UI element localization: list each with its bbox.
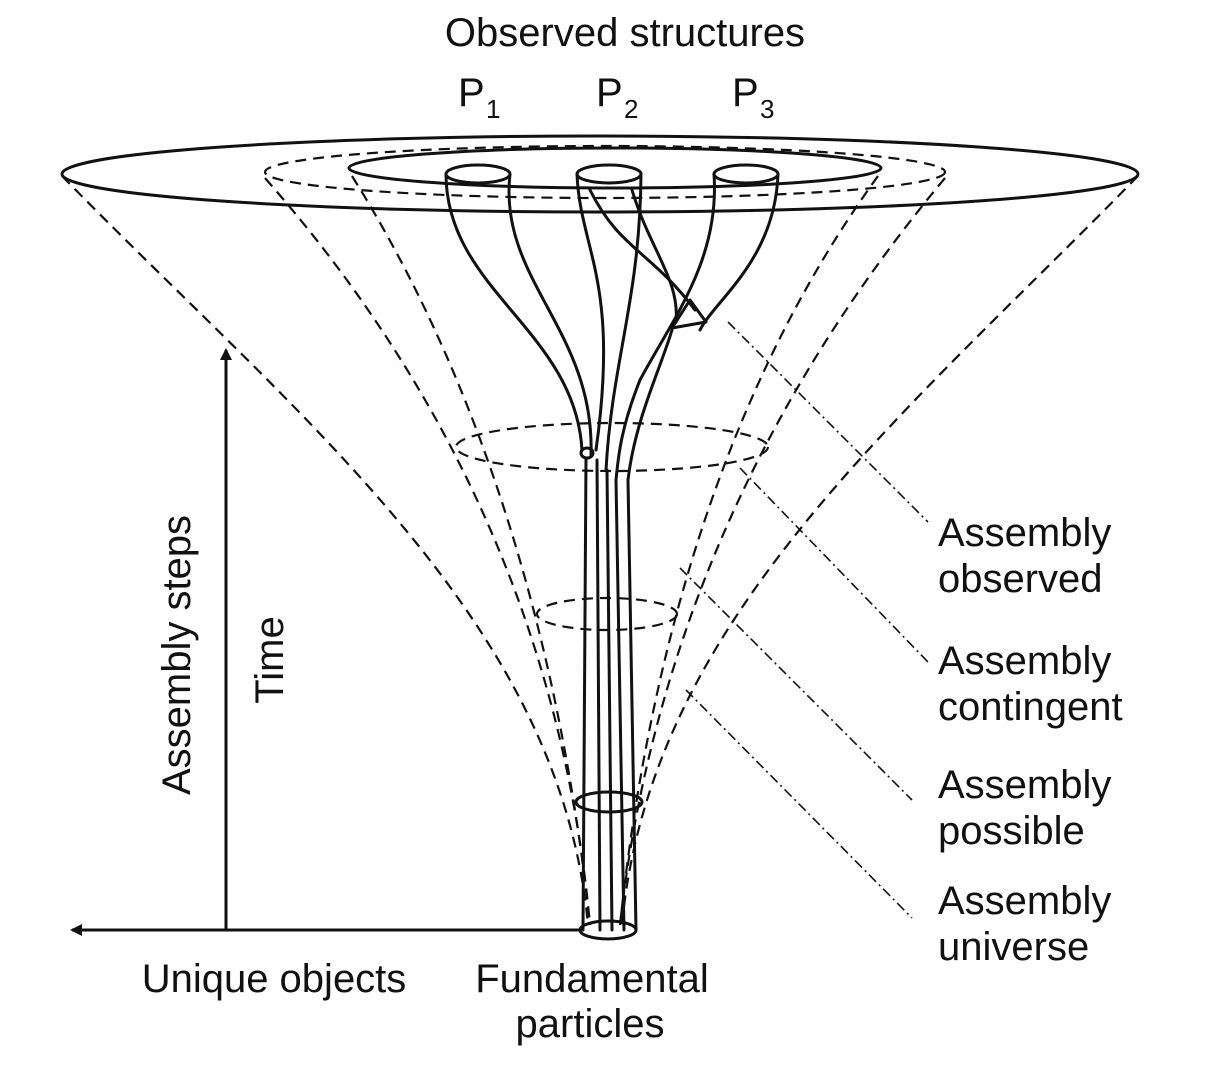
leader-contingent	[739, 467, 929, 663]
p3-tube-right	[698, 172, 780, 332]
universe-left-wall	[61, 175, 590, 926]
horizontal-axis-label: Unique objects	[142, 957, 407, 1001]
diagram-title: Observed structures	[445, 11, 805, 55]
product-letter: P	[458, 71, 485, 115]
level-label-line2: possible	[938, 809, 1085, 853]
leader-possible	[679, 567, 913, 801]
leader-observed	[727, 321, 929, 523]
universe-right-wall	[620, 175, 1139, 926]
product-letter: P	[732, 71, 759, 115]
p1-tube-left	[444, 172, 584, 452]
stem-line-4	[614, 478, 626, 932]
level-label-line2: universe	[938, 925, 1089, 969]
level-label-observed: Assembly observed	[938, 511, 1111, 601]
assembly-pathways	[444, 163, 780, 932]
origin-label-line2: particles	[516, 1002, 665, 1046]
level-label-line1: Assembly	[938, 763, 1111, 807]
level-label-line1: Assembly	[938, 639, 1111, 683]
contingent-cross-section	[454, 421, 770, 473]
level-label-line2: contingent	[938, 685, 1123, 729]
p3-tube-join	[626, 328, 674, 482]
universe-funnel	[60, 134, 1140, 926]
vertical-axis-label: Assembly steps	[155, 515, 199, 795]
p1-tube-right	[507, 172, 593, 457]
possible-funnel	[263, 144, 947, 926]
universe-top-ellipse	[60, 134, 1140, 214]
contingent-left-wall	[351, 175, 592, 926]
stem-line-3	[605, 468, 614, 932]
p2-tube-left	[575, 172, 606, 452]
junction-p2-p3	[670, 298, 708, 330]
product-label-p2: P 2	[596, 71, 638, 124]
level-label-line1: Assembly	[938, 879, 1111, 923]
p1-tube-cap	[444, 163, 512, 185]
fundamental-particles-base	[578, 919, 638, 941]
level-label-universe: Assembly universe	[938, 879, 1111, 969]
product-label-p3: P 3	[732, 71, 774, 124]
p2-branch-b	[630, 188, 678, 324]
possible-left-wall	[264, 177, 592, 926]
product-index: 3	[760, 94, 774, 124]
p2-tube-right	[604, 172, 643, 472]
product-index: 2	[624, 94, 638, 124]
level-label-possible: Assembly possible	[938, 763, 1111, 853]
p2-tube-cap	[575, 163, 643, 185]
axes	[70, 348, 580, 936]
p2-branch-a	[588, 188, 697, 312]
leader-universe	[685, 689, 913, 919]
contingent-right-wall	[618, 175, 879, 926]
time-label: Time	[248, 616, 292, 703]
level-leaders	[679, 321, 929, 919]
product-letter: P	[596, 71, 623, 115]
possible-right-wall	[618, 177, 946, 926]
contingent-top-ellipse	[347, 146, 883, 190]
possible-top-ellipse	[263, 144, 947, 200]
stem-line-2	[595, 458, 602, 932]
p3-tube-left	[614, 172, 717, 482]
product-index: 1	[486, 94, 500, 124]
product-label-p1: P 1	[458, 71, 500, 124]
level-label-line1: Assembly	[938, 511, 1111, 555]
stem-line-5	[626, 478, 638, 932]
level-label-contingent: Assembly contingent	[938, 639, 1123, 729]
level-label-line2: observed	[938, 557, 1103, 601]
stem-line-1	[581, 456, 588, 932]
p3-tube-cap	[712, 163, 780, 185]
origin-label-line1: Fundamental	[475, 957, 708, 1001]
